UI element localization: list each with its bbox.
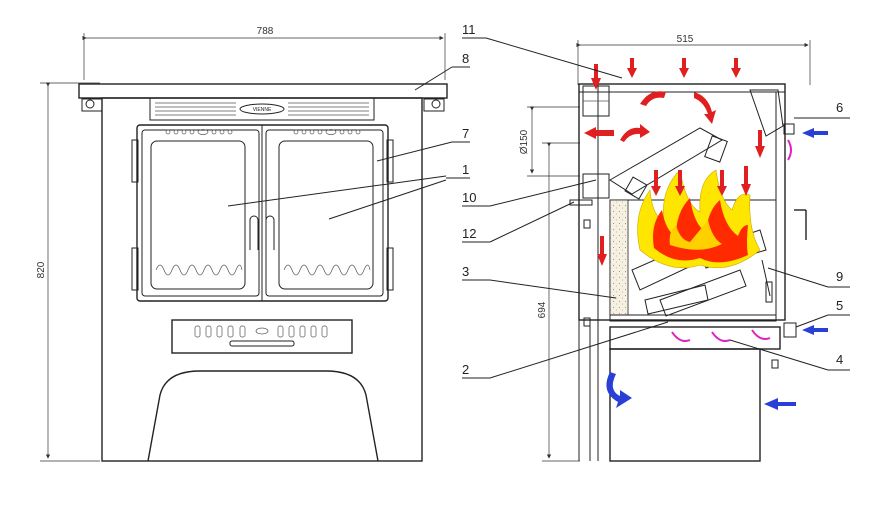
callout-12: 12 — [462, 226, 476, 241]
base-arch — [147, 370, 379, 462]
left-upper-hinge — [131, 139, 139, 183]
side-width-dimension: 515 — [576, 34, 811, 85]
baffle-bracket-left — [624, 176, 648, 200]
damper-lever — [765, 281, 773, 303]
callout-8: 8 — [462, 51, 469, 66]
side-width-label: 515 — [677, 34, 694, 45]
right-lower-hinge — [386, 247, 394, 291]
rear-lug-upper — [583, 219, 591, 229]
callout-1-line-a — [227, 175, 447, 207]
left-door — [141, 129, 260, 297]
front-width-label: 788 — [257, 26, 274, 37]
front-height-label: 820 — [36, 261, 47, 278]
right-door-handle[interactable] — [265, 215, 275, 250]
front-view: 788 820 VIENNE — [36, 26, 470, 462]
ash-drawer-handle[interactable] — [229, 340, 295, 347]
callout-9-line — [767, 267, 829, 288]
primary-air-swirls — [671, 139, 792, 342]
callout-10: 10 — [462, 190, 476, 205]
flames — [637, 169, 761, 269]
callout-3: 3 — [462, 264, 469, 279]
callout-3-line — [489, 279, 617, 299]
rear-air-pipe — [569, 199, 593, 206]
callout-1-line-b — [328, 179, 447, 220]
flue-diameter-label: Ø150 — [519, 129, 530, 154]
right-door-glass — [278, 140, 374, 290]
baffle-upper — [749, 89, 784, 137]
callout-12-line — [489, 201, 575, 243]
callout-6: 6 — [836, 100, 843, 115]
right-bolt — [431, 99, 441, 109]
section-view: 515 Ø150 694 — [462, 22, 850, 462]
callout-2: 2 — [462, 362, 469, 377]
callout-8-line — [414, 66, 453, 91]
front-height-dimension: 820 — [36, 82, 100, 462]
ash-drawer-panel — [171, 319, 353, 354]
left-bolt — [85, 99, 95, 109]
callout-11: 11 — [462, 22, 476, 37]
callout-10-line — [489, 179, 597, 207]
rear-lug-lower — [583, 317, 591, 327]
callout-11-line — [485, 37, 623, 79]
hot-air-arrows — [584, 58, 765, 266]
base-stand — [609, 348, 761, 462]
top-plate — [78, 83, 448, 99]
left-door-glass — [150, 140, 246, 290]
callout-4-line — [729, 339, 829, 371]
ash-pan — [609, 326, 781, 350]
brand-label: VIENNE — [253, 107, 272, 113]
brand-badge — [239, 103, 285, 115]
front-width-dimension: 788 — [82, 26, 446, 80]
flue-diameter-dimension: Ø150 — [519, 106, 580, 177]
right-door-wave-decor — [283, 264, 371, 276]
right-door — [265, 129, 384, 297]
right-upper-hinge — [386, 139, 394, 183]
callout-1: 1 — [462, 162, 469, 177]
callout-7-line — [376, 141, 453, 162]
left-lower-hinge — [131, 247, 139, 291]
right-door-dots — [293, 129, 361, 135]
baffle-bracket-right — [704, 135, 728, 163]
rear-outlet — [582, 173, 610, 199]
callout-5: 5 — [836, 298, 843, 313]
left-door-handle[interactable] — [249, 215, 259, 250]
grate — [609, 314, 777, 322]
air-inlet-upper — [783, 123, 795, 135]
side-height-dimension: 694 — [537, 142, 580, 462]
foot-lug — [771, 359, 779, 369]
side-height-label: 694 — [537, 301, 548, 318]
left-door-wave-decor — [155, 264, 243, 276]
callout-2-line — [489, 321, 669, 379]
callout-4: 4 — [836, 352, 843, 367]
cold-air-arrows — [606, 128, 828, 410]
air-inlet-lower — [783, 322, 797, 338]
left-door-dots — [165, 129, 233, 135]
callout-5-line — [795, 314, 829, 328]
right-bracket — [423, 98, 445, 112]
top-grille: VIENNE — [149, 97, 375, 121]
callout-7: 7 — [462, 126, 469, 141]
side-casing — [578, 83, 786, 321]
callout-9: 9 — [836, 269, 843, 284]
